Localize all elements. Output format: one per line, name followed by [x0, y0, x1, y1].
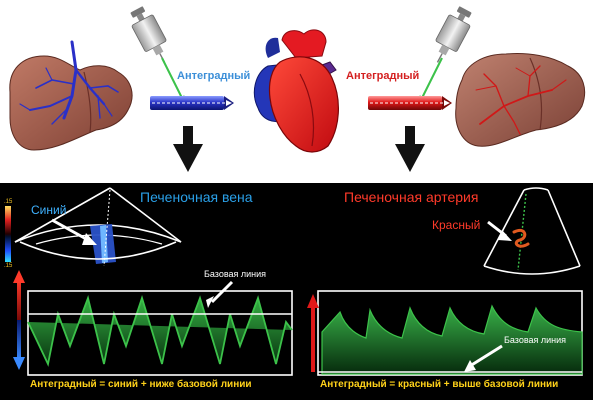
left-syringe-illustration — [130, 6, 167, 63]
right-doppler-beam-line — [419, 57, 443, 103]
blue-label-pointer-arrow — [51, 218, 97, 245]
right-velocity-direction-arrow — [307, 294, 319, 372]
hepatic-vein-vessel-tube — [150, 96, 234, 110]
right-syringe-illustration — [435, 6, 472, 63]
red-color-label: Красный — [432, 218, 481, 232]
hepatic-vein-title: Печеночная вена — [140, 189, 253, 205]
caption-right: Антеградный = красный + выше базовой лин… — [320, 379, 559, 390]
hepatic-artery-title: Печеночная артерия — [344, 189, 479, 205]
blue-color-label: Синий — [31, 203, 67, 217]
scale-top-value: .15 — [4, 199, 13, 205]
liver-with-hepatic-arteries-illustration — [455, 53, 586, 147]
red-doppler-signal — [512, 228, 530, 248]
left-baseline-pointer-arrow — [206, 280, 234, 308]
right-baseline-pointer-arrow — [464, 344, 503, 372]
down-arrow-right-icon — [395, 126, 425, 172]
hepatic-artery-ultrasound-sector — [483, 187, 581, 275]
antegrade-label-right: Антеградный — [346, 70, 420, 82]
hepatic-vein-doppler-waveform — [27, 290, 293, 376]
red-label-pointer-arrow — [487, 220, 512, 241]
color-doppler-scale-bar — [5, 206, 11, 262]
antegrade-label-left: Антеградный — [177, 70, 251, 82]
hepatic-vein-ultrasound-sector — [14, 187, 182, 267]
heart-illustration — [253, 29, 339, 153]
caption-left: Антеградный = синий + ниже базовой линии — [30, 379, 252, 390]
liver-with-hepatic-veins-illustration — [9, 40, 133, 151]
hepatic-artery-doppler-waveform — [317, 290, 583, 376]
baseline-label-right: Базовая линия — [504, 335, 567, 345]
hepatic-artery-vessel-tube — [368, 96, 452, 110]
left-velocity-direction-arrow — [13, 270, 25, 370]
scale-bottom-value: .15 — [4, 263, 13, 269]
left-doppler-beam-line — [161, 57, 185, 103]
down-arrow-left-icon — [173, 126, 203, 172]
baseline-label-left: Базовая линия — [204, 269, 267, 279]
